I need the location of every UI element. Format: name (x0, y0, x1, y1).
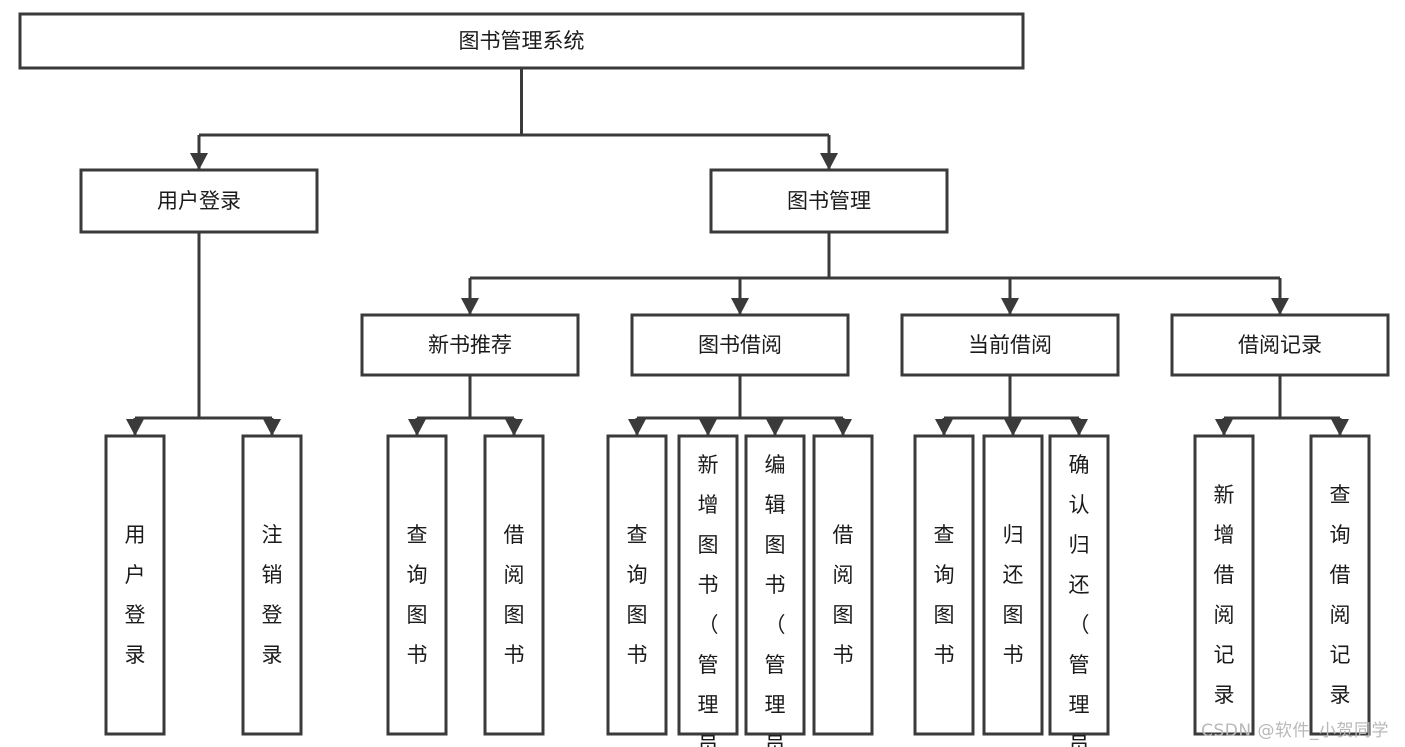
node-user-login[interactable]: 用户登录 (79, 168, 319, 234)
node-label-leaf-logout: 注销登录 (262, 523, 283, 667)
node-book-borrow[interactable]: 图书借阅 (630, 313, 850, 377)
node-label-leaf-add-book: 新增图书（管理员） (698, 453, 719, 747)
node-box-current-borrow (900, 313, 1120, 377)
connector-group-new-book-rec (408, 375, 523, 436)
node-box-book-manage (709, 168, 949, 234)
arrowhead-icon (935, 419, 953, 436)
node-label-book-manage: 图书管理 (787, 189, 871, 213)
node-leaf-edit-book[interactable]: 编辑图书（管理员） (744, 434, 806, 747)
node-box-leaf-add-book (677, 434, 739, 736)
arrowhead-icon (1001, 298, 1019, 315)
node-box-leaf-confirm-return (1048, 434, 1110, 736)
arrowhead-icon (699, 419, 717, 436)
arrowhead-icon (461, 298, 479, 315)
arrowhead-icon (1004, 419, 1022, 436)
arrowhead-icon (408, 419, 426, 436)
connector-group-borrow-record (1215, 375, 1349, 436)
node-root[interactable]: 图书管理系统 (18, 12, 1025, 70)
arrowhead-icon (731, 298, 749, 315)
node-leaf-query-book-1[interactable]: 查询图书 (386, 434, 448, 736)
node-box-leaf-query-book-1 (386, 434, 448, 736)
node-label-leaf-user-login: 用户登录 (125, 523, 146, 667)
arrowhead-icon (834, 419, 852, 436)
connector-group-current-borrow (935, 375, 1088, 436)
node-leaf-borrow-book-1[interactable]: 借阅图书 (483, 434, 545, 736)
node-layer: 图书管理系统用户登录图书管理新书推荐图书借阅当前借阅借阅记录用户登录注销登录查询… (18, 12, 1390, 747)
node-label-leaf-query-book-1: 查询图书 (407, 523, 428, 667)
node-label-book-borrow: 图书借阅 (698, 333, 782, 357)
node-label-new-book-rec: 新书推荐 (428, 333, 512, 357)
node-label-user-login: 用户登录 (157, 189, 241, 213)
node-box-new-book-rec (360, 313, 580, 377)
node-label-leaf-borrow-book-1: 借阅图书 (504, 523, 525, 667)
arrowhead-icon (505, 419, 523, 436)
node-label-current-borrow: 当前借阅 (968, 333, 1052, 357)
node-label-leaf-borrow-book-2: 借阅图书 (833, 523, 854, 667)
node-box-leaf-add-record (1193, 434, 1255, 736)
node-label-leaf-edit-book: 编辑图书（管理员） (765, 453, 786, 747)
node-leaf-logout[interactable]: 注销登录 (241, 434, 303, 736)
node-box-leaf-user-login (104, 434, 166, 736)
node-box-leaf-logout (241, 434, 303, 736)
connector-layer (126, 68, 1349, 436)
node-label-leaf-query-record: 查询借阅记录 (1330, 483, 1351, 707)
arrowhead-icon (126, 419, 144, 436)
node-box-leaf-query-record (1309, 434, 1371, 736)
node-leaf-query-book-2[interactable]: 查询图书 (606, 434, 668, 736)
node-leaf-query-record[interactable]: 查询借阅记录 (1309, 434, 1371, 736)
node-box-borrow-record (1170, 313, 1390, 377)
node-leaf-confirm-return[interactable]: 确认归还（管理员） (1048, 434, 1110, 747)
connector-group-user-login (126, 232, 281, 436)
node-box-leaf-query-book-2 (606, 434, 668, 736)
arrowhead-icon (766, 419, 784, 436)
connector-group-book-manage (461, 232, 1289, 315)
node-book-manage[interactable]: 图书管理 (709, 168, 949, 234)
node-leaf-add-book[interactable]: 新增图书（管理员） (677, 434, 739, 747)
arrowhead-icon (263, 419, 281, 436)
node-box-leaf-borrow-book-1 (483, 434, 545, 736)
node-leaf-borrow-book-2[interactable]: 借阅图书 (812, 434, 874, 736)
arrowhead-icon (1070, 419, 1088, 436)
node-current-borrow[interactable]: 当前借阅 (900, 313, 1120, 377)
arrowhead-icon (1215, 419, 1233, 436)
arrowhead-icon (1331, 419, 1349, 436)
node-box-leaf-return-book (982, 434, 1044, 736)
node-box-leaf-query-book-3 (913, 434, 975, 736)
node-borrow-record[interactable]: 借阅记录 (1170, 313, 1390, 377)
arrowhead-icon (190, 153, 208, 170)
node-label-leaf-query-book-2: 查询图书 (627, 523, 648, 667)
node-leaf-query-book-3[interactable]: 查询图书 (913, 434, 975, 736)
arrowhead-icon (1271, 298, 1289, 315)
node-label-leaf-query-book-3: 查询图书 (934, 523, 955, 667)
connector-group-root (190, 68, 838, 170)
node-leaf-return-book[interactable]: 归还图书 (982, 434, 1044, 736)
arrowhead-icon (628, 419, 646, 436)
connector-group-book-borrow (628, 375, 852, 436)
node-leaf-user-login[interactable]: 用户登录 (104, 434, 166, 736)
node-box-root (18, 12, 1025, 70)
node-label-root: 图书管理系统 (459, 29, 585, 53)
node-label-borrow-record: 借阅记录 (1238, 333, 1322, 357)
node-box-leaf-edit-book (744, 434, 806, 736)
node-label-leaf-return-book: 归还图书 (1003, 523, 1024, 667)
node-new-book-rec[interactable]: 新书推荐 (360, 313, 580, 377)
node-label-leaf-add-record: 新增借阅记录 (1214, 483, 1235, 707)
arrowhead-icon (820, 153, 838, 170)
node-label-leaf-confirm-return: 确认归还（管理员） (1069, 453, 1090, 747)
node-box-user-login (79, 168, 319, 234)
node-leaf-add-record[interactable]: 新增借阅记录 (1193, 434, 1255, 736)
node-box-book-borrow (630, 313, 850, 377)
node-box-leaf-borrow-book-2 (812, 434, 874, 736)
